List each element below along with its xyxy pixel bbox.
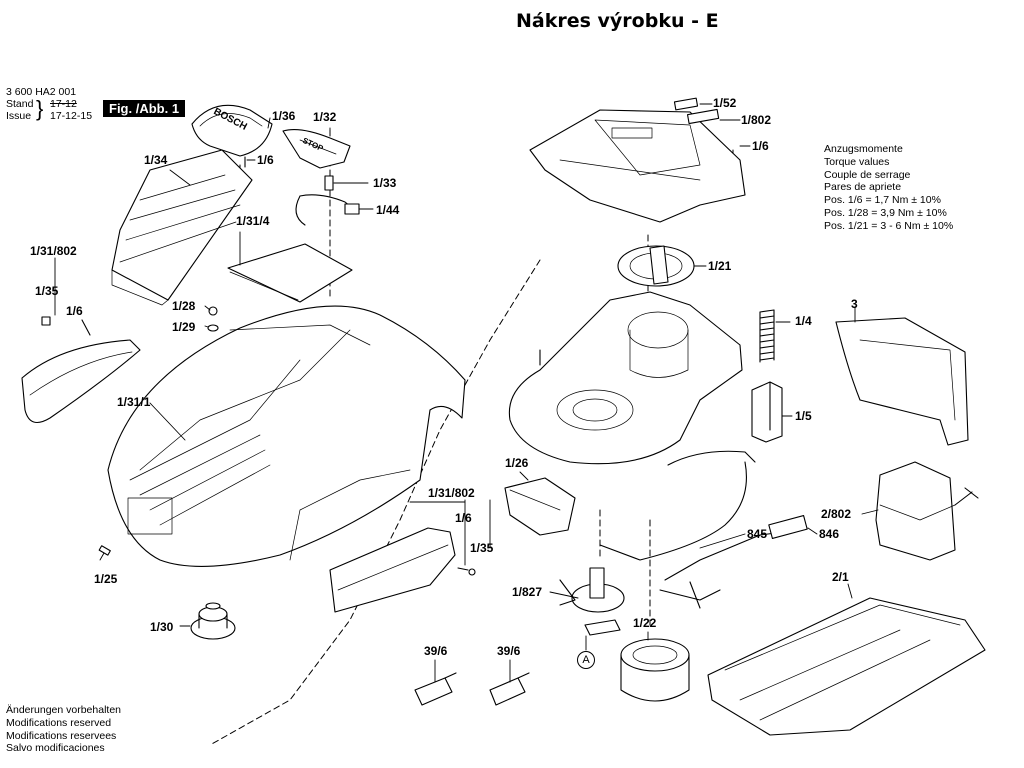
part-holder [751, 381, 783, 443]
leader-lines [54, 103, 879, 683]
part-rotary-plate [617, 245, 695, 287]
torque-line: Anzugsmomente [824, 143, 903, 155]
footer-line: Modifications reserved [6, 716, 112, 729]
callout-1-44: 1/44 [376, 203, 400, 217]
callout-1-31-4: 1/31/4 [236, 214, 270, 228]
callout-1-6: 1/6 [257, 153, 274, 167]
callout-1-6: 1/6 [455, 511, 472, 525]
callout-1-35: 1/35 [470, 541, 494, 555]
torque-values: Anzugsmomente Torque values Couple de se… [824, 143, 953, 233]
callout-1-25: 1/25 [94, 572, 118, 586]
callout-2-802: 2/802 [821, 507, 852, 521]
callout-1-21: 1/21 [708, 259, 732, 273]
part-badge-bosch [191, 104, 273, 157]
part-screws-small [41, 156, 476, 576]
part-cables [599, 450, 808, 609]
callout-1-31-802: 1/31/802 [428, 486, 475, 500]
callout-1-802: 1/802 [741, 113, 772, 127]
callout-1-26: 1/26 [505, 456, 529, 470]
torque-line: Pos. 1/6 = 1,7 Nm ± 10% [824, 194, 941, 207]
footer-notes: Änderungen vorbehalten Modifications res… [6, 704, 121, 755]
callout-1-827: 1/827 [512, 585, 543, 599]
part-side-bumper-left [21, 339, 141, 424]
marker-a: A [577, 651, 595, 669]
callout-1-33: 1/33 [373, 176, 397, 190]
old-date: 17-12 [50, 98, 77, 110]
issue-date: 17-12-15 [50, 110, 93, 122]
footer-line: Modifications reservees [6, 729, 117, 742]
callout-1-31-1: 1/31/1 [117, 395, 151, 409]
callout-1-28: 1/28 [172, 299, 196, 313]
part-pin [98, 545, 111, 556]
torque-line: Pares de apriete [824, 181, 902, 194]
callout-1-22: 1/22 [633, 616, 657, 630]
callout-1-6: 1/6 [66, 304, 83, 318]
issue-label: Issue [6, 110, 32, 122]
part-chassis [508, 291, 743, 465]
part-rear-cover [835, 317, 969, 446]
part-charging-box [875, 461, 979, 561]
part-motor-mount [559, 567, 625, 636]
part-front-flap [111, 149, 253, 306]
callout-1-6: 1/6 [752, 139, 769, 153]
torque-line: Torque values [824, 155, 890, 168]
figure-label: Fig. /Abb. 1 [103, 100, 186, 117]
part-battery-holder [504, 477, 576, 536]
torque-line: Pos. 1/28 = 3,9 Nm ± 10% [824, 206, 947, 219]
stand-label: Stand [6, 98, 34, 110]
part-control-cover [529, 97, 746, 223]
part-side-bumper-right [329, 527, 456, 613]
callout-845: 845 [747, 527, 768, 541]
part-stop-button [282, 129, 351, 169]
part-connector-b [489, 672, 530, 706]
part-station-plate [707, 597, 986, 736]
callout-846: 846 [819, 527, 840, 541]
callout-3: 3 [851, 297, 858, 311]
footer-line: Salvo modificaciones [6, 742, 105, 755]
callout-39-6: 39/6 [497, 644, 521, 658]
callout-2-1: 2/1 [832, 570, 849, 584]
part-main-housing [107, 305, 466, 567]
page-title: Nákres výrobku - E [516, 10, 719, 32]
part-top-hatch [227, 243, 353, 303]
part-cable-switch [295, 175, 374, 226]
callout-1-30: 1/30 [150, 620, 174, 634]
callout-1-34: 1/34 [144, 153, 168, 167]
callout-1-5: 1/5 [795, 409, 812, 423]
part-bushing [190, 602, 236, 640]
callout-1-52: 1/52 [713, 96, 737, 110]
brace-glyph: } [36, 96, 44, 121]
part-number: 3 600 HA2 001 [6, 86, 77, 98]
callout-39-6: 39/6 [424, 644, 448, 658]
callout-1-29: 1/29 [172, 320, 196, 334]
callout-1-4: 1/4 [795, 314, 812, 328]
callout-1-36: 1/36 [272, 109, 296, 123]
callout-1-31-802: 1/31/802 [30, 244, 77, 258]
torque-line: Couple de serrage [824, 168, 911, 181]
part-spring [759, 309, 775, 363]
torque-line: Pos. 1/21 = 3 - 6 Nm ± 10% [824, 219, 954, 232]
part-connector-a [414, 672, 457, 706]
footer-line: Änderungen vorbehalten [6, 704, 122, 716]
callout-1-32: 1/32 [313, 110, 337, 124]
part-wheel-ring [620, 638, 690, 702]
callout-1-35: 1/35 [35, 284, 59, 298]
